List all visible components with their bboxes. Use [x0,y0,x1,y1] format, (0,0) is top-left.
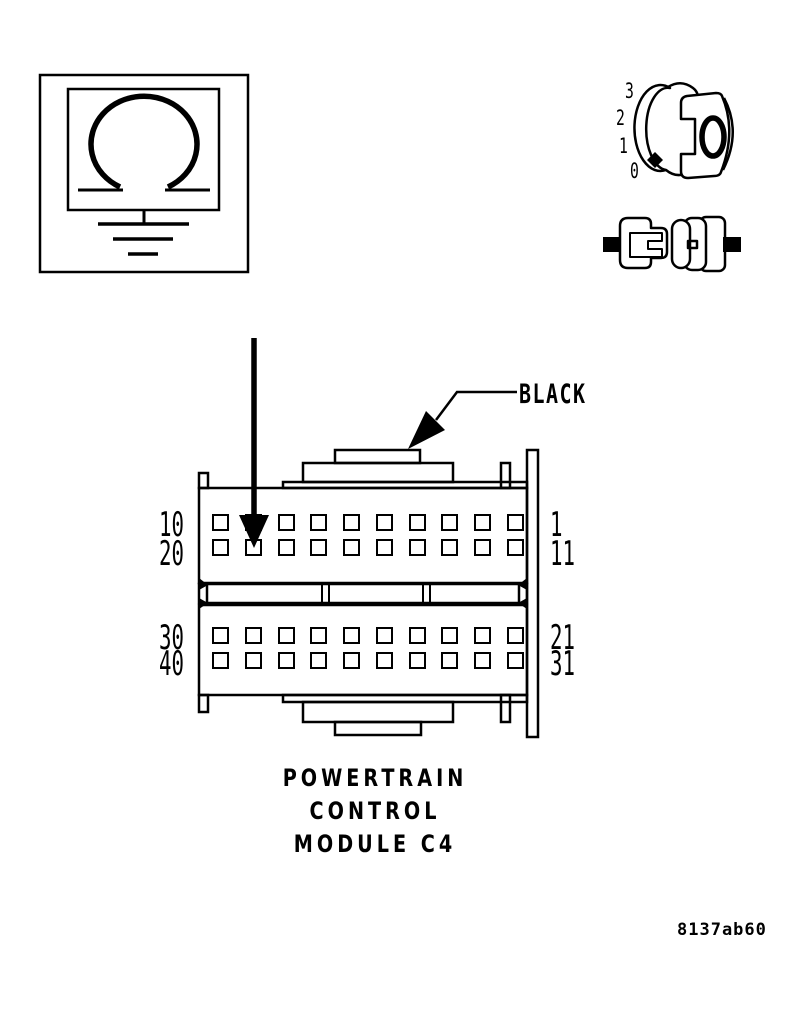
pin-cavity [212,514,229,531]
pin-cavity [474,539,491,556]
wire-stub-right [723,237,741,252]
bottom-right-small-tab [499,693,512,724]
pin-label-20: 20 [159,534,184,574]
pin-cavity [409,627,426,644]
upper-housing [197,486,529,585]
pin-cavity [343,539,360,556]
dial-label-1: 1 [619,134,628,158]
dial-key-side-rim [721,97,734,171]
pin-cavity [376,514,393,531]
rotary-dial-icon [633,82,734,180]
bottom-tab-mid [301,700,455,724]
leader-line [435,390,517,421]
leader-arrow-head [408,411,445,449]
dial-pointer-diamond [647,152,663,168]
lower-housing [197,603,529,697]
pcm-connector-drawing [197,448,540,739]
caption-line-2: CONTROL [309,797,441,825]
probe-arrow [239,338,269,548]
pin-cavity [507,627,524,644]
pin-cavity [376,652,393,669]
pin-cavity [278,514,295,531]
pin-cavity [343,627,360,644]
pin-cavity [245,652,262,669]
top-tab-mid [301,461,455,484]
pin-cavity [278,539,295,556]
middle-seam-band [197,582,529,605]
pin-cavity [409,652,426,669]
caption-line-3: MODULE C4 [293,830,457,858]
pin-cavity [507,539,524,556]
pin-label-1: 1 [550,505,563,545]
pin-label-11: 11 [550,534,575,574]
male-connector-body [618,216,669,270]
seam-tick-tl [199,578,208,590]
pin-cavity [376,539,393,556]
right-rail [525,448,540,739]
dial-ring [633,83,672,173]
pin-cavity [278,627,295,644]
bottom-tab-small [333,720,423,737]
dial-rim-top [667,82,700,97]
pin-cavity [474,627,491,644]
pin-label-40: 40 [159,644,184,684]
pin-cavity [441,514,458,531]
pin-label-31: 31 [550,644,575,684]
seam-tick-tr [518,578,527,590]
top-right-small-tab [499,461,512,490]
pin-cavity [507,652,524,669]
pin-cavity [278,652,295,669]
female-connector-cap [670,218,692,270]
black-label-leader [408,390,517,449]
female-connector-slot [686,239,699,250]
dial-label-2: 2 [616,106,625,130]
pin-cavity [310,652,327,669]
male-connector-key [629,232,663,258]
pin-cavity [343,514,360,531]
upper-left-notch [197,471,210,490]
connector-color-label: BLACK [519,379,587,410]
dial-keyhole [699,115,727,159]
pin-cavity [212,539,229,556]
pin-cavity [441,652,458,669]
pin-cavity-grid [212,514,524,669]
pin-cavity [441,539,458,556]
pin-cavity [441,627,458,644]
probe-arrow-head [239,515,269,548]
dial-label-3: 3 [625,79,634,103]
pin-cavity [212,652,229,669]
pin-cavity [310,539,327,556]
pin-cavity [474,514,491,531]
ohm-omega-glyph [88,93,200,190]
pin-cavity [474,652,491,669]
figure-caption: POWERTRAIN CONTROL MODULE C4 [225,762,525,861]
ohmmeter-ground-icon [38,73,250,274]
pin-cavity [245,627,262,644]
dial-label-0: 0 [630,159,639,183]
pin-label-21: 21 [550,618,575,658]
figure-id: 8137ab60 [677,920,767,940]
lower-left-notch [197,693,210,714]
inline-connector-icon [603,215,741,273]
pin-cavity [507,514,524,531]
pin-cavity [310,627,327,644]
symbol-outer-box [38,73,250,274]
pin-label-10: 10 [159,505,184,545]
wire-stub-left [603,237,621,252]
pin-label-30: 30 [159,618,184,658]
pin-cavity [409,539,426,556]
pin-cavity [212,627,229,644]
pin-cavity [310,514,327,531]
caption-line-1: POWERTRAIN [282,764,468,792]
pin-cavity [376,627,393,644]
top-tab-small [333,448,422,465]
pin-cavity [409,514,426,531]
pin-cavity [343,652,360,669]
